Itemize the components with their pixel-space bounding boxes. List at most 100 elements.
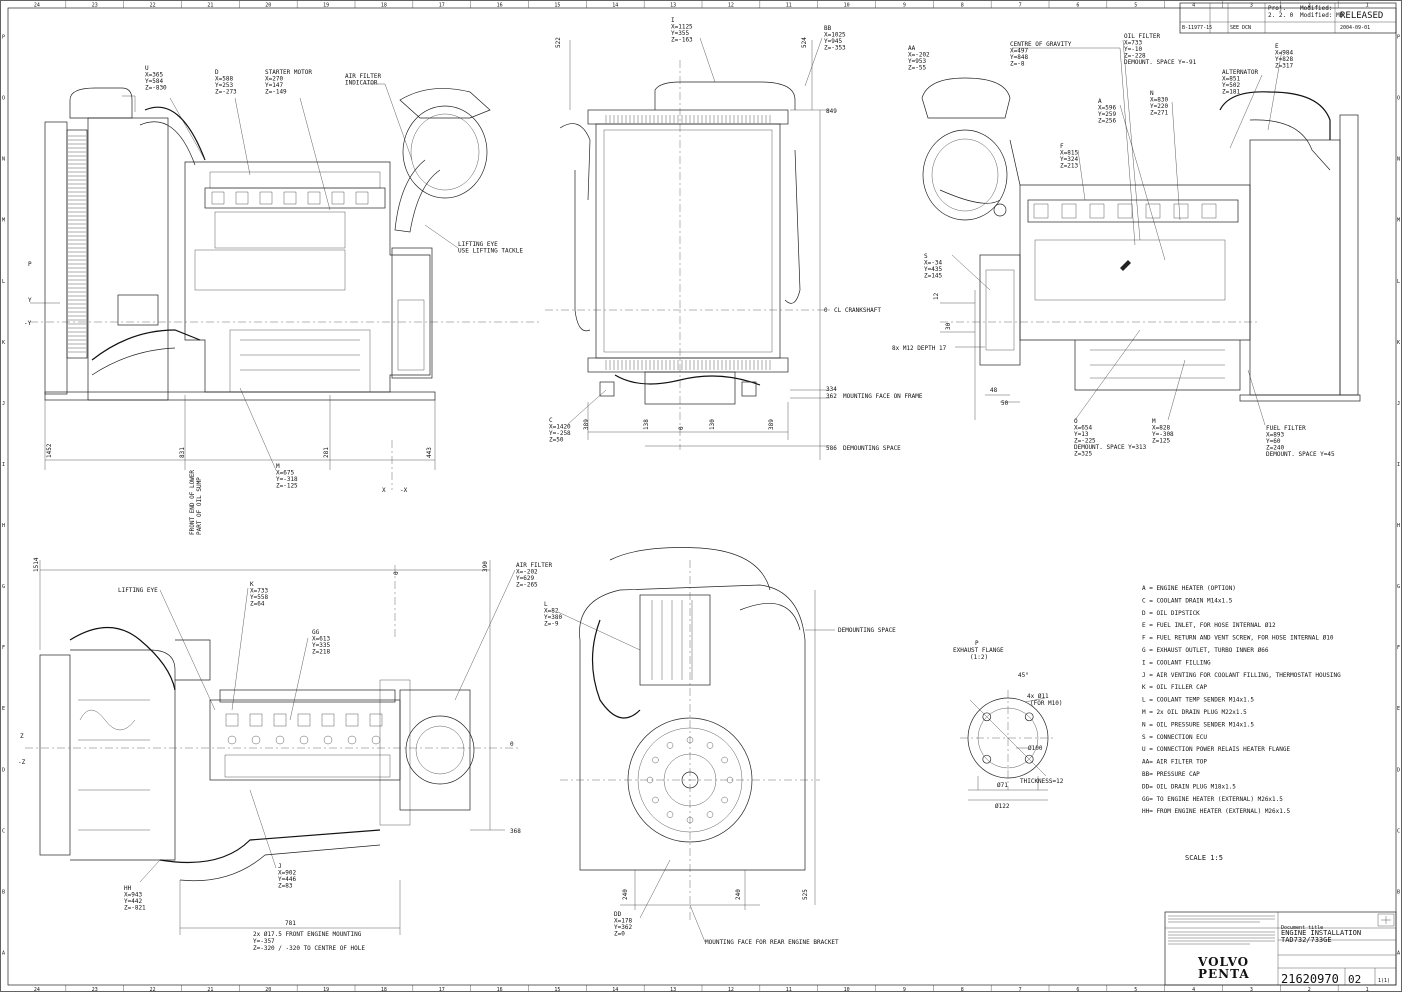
note-8x-m12: 8x M12 DEPTH 17: [892, 345, 947, 352]
dim-525: 525: [802, 889, 809, 900]
callout-m-line: X=675: [276, 470, 294, 477]
callout-hh-line: Z=-821: [124, 905, 146, 912]
callout-alt-line: X=851: [1222, 76, 1240, 83]
axis-neg-z: -Z: [18, 759, 26, 766]
dim-138: 138: [643, 419, 650, 430]
callout-aa-line: Y=953: [908, 58, 926, 65]
legend-item: D = OIL DIPSTICK: [1142, 610, 1200, 617]
callout-d-line: Z=-273: [215, 89, 237, 96]
legend-item: C = COOLANT DRAIN M14x1.5: [1142, 597, 1233, 604]
flange-holes-note: (FOR M10): [1030, 700, 1063, 707]
legend-item: GG= TO ENGINE HEATER (EXTERNAL) M26x1.5: [1142, 796, 1283, 803]
border-row-left: F: [2, 645, 5, 651]
border-col-top: 18: [381, 3, 387, 9]
callout-e-line: E: [1275, 43, 1279, 50]
callout-lift-line: LIFTING EYE: [118, 587, 158, 594]
legend-item: I = COOLANT FILLING: [1142, 659, 1211, 666]
callout-dd-line: Z=0: [614, 931, 625, 938]
callout-oil-line: OIL FILTER: [1124, 33, 1161, 40]
callout-e-line: Z=317: [1275, 63, 1293, 70]
callout-c-line: Y=-258: [549, 430, 571, 437]
callout-a-line: Y=259: [1098, 111, 1116, 118]
callout-o-line: O: [1074, 418, 1078, 425]
title-strip-top: B-11977-15 SEE DCN Proj. 2. 2. 0 Modifie…: [1179, 2, 1397, 34]
border-row-right: F: [1397, 645, 1400, 651]
axis-y: Y: [28, 297, 32, 304]
callout-m2-line: Y=-308: [1152, 431, 1174, 438]
callout-gg-line: X=613: [312, 636, 330, 643]
callout-air-line: X=-202: [516, 569, 538, 576]
axis-neg-x: -X: [400, 487, 408, 494]
callout-oil-line: DEMOUNT. SPACE Y=-91: [1124, 59, 1197, 66]
callout-u-line: Z=-830: [145, 85, 167, 92]
note-mounting-face: MOUNTING FACE ON FRAME: [843, 393, 923, 400]
border-col-top: 16: [497, 3, 503, 9]
title-line-2: TAD732/733GE: [1281, 936, 1332, 944]
legend-item: DD= OIL DRAIN PLUG M18x1.5: [1142, 783, 1236, 790]
flange-view-letter: P: [975, 640, 979, 647]
border-col-bottom: 15: [554, 987, 560, 992]
release-date: 2004-09-01: [1340, 25, 1370, 31]
dim-390: 390: [482, 561, 489, 572]
callout-s-line: Z=145: [924, 273, 942, 280]
flange-scale: (1:2): [970, 654, 988, 661]
note-front-mounting-z: Z=-320 / -320 TO CENTRE OF HOLE: [253, 945, 365, 952]
callout-gg-line: Z=218: [312, 649, 330, 656]
border-row-left: D: [2, 767, 5, 773]
callout-k-line: K: [250, 581, 254, 588]
border-col-bottom: 18: [381, 987, 387, 992]
border-col-top: 10: [844, 3, 850, 9]
legend-item: K = OIL FILLER CAP: [1142, 684, 1207, 691]
border-row-right: A: [1397, 950, 1400, 956]
callout-j-line: Z=83: [278, 883, 293, 890]
callout-l-line: Y=380: [544, 614, 562, 621]
release-status: RELEASED: [1340, 11, 1383, 21]
callout-aa-line: AA: [908, 45, 916, 52]
dim-522: 522: [555, 37, 562, 48]
title-label: Document title: [1281, 925, 1323, 931]
callout-cog-line: Y=848: [1010, 54, 1028, 61]
callout-k-line: Z=64: [250, 601, 265, 608]
note-front-mounting-y: Y=-357: [253, 938, 275, 945]
dim-334: 334: [826, 386, 837, 393]
callout-o-line: Z=-225: [1074, 438, 1096, 445]
border-col-top: 2: [1308, 3, 1311, 9]
callout-n-line: N: [1150, 90, 1154, 97]
note-rear-bracket: MOUNTING FACE FOR REAR ENGINE BRACKET: [705, 939, 839, 946]
border-col-top: 8: [961, 3, 964, 9]
border-col-bottom: 5: [1134, 987, 1137, 992]
dim-50: 50: [1001, 400, 1009, 407]
dim-1452: 1452: [46, 443, 53, 458]
border-row-left: N: [2, 157, 5, 163]
logo-volvo: VOLVO: [1197, 955, 1249, 969]
callout-n-line: Y=220: [1150, 103, 1168, 110]
border-col-bottom: 6: [1076, 987, 1079, 992]
callout-i-line: I: [671, 17, 675, 24]
border-col-top: 22: [150, 3, 156, 9]
callout-s-line: Y=435: [924, 266, 942, 273]
dim-240-right: 240: [735, 889, 742, 900]
border-row-right: I: [1397, 462, 1400, 468]
border-row-left: B: [2, 889, 5, 895]
border-col-bottom: 20: [265, 987, 271, 992]
callout-k-line: Y=558: [250, 594, 268, 601]
border-row-left: H: [2, 523, 5, 529]
border-col-bottom: 7: [1019, 987, 1022, 992]
border-col-top: 7: [1019, 3, 1022, 9]
issue-number: 02: [1348, 973, 1361, 986]
callout-air-line: INDICATOR: [345, 80, 378, 87]
border-row-left: K: [2, 340, 5, 346]
callout-f-line: F: [1060, 143, 1064, 150]
border-row-right: C: [1397, 828, 1400, 834]
border-col-top: 1: [1366, 3, 1369, 9]
callout-i-line: Z=-163: [671, 37, 693, 44]
callout-air-line: AIR FILTER: [516, 562, 553, 569]
callout-air-line: Z=-265: [516, 582, 538, 589]
callout-j-line: X=902: [278, 870, 296, 877]
dim-1514: 1514: [33, 557, 40, 572]
callout-l-line: L: [544, 601, 548, 608]
title-block: Document title ENGINE INSTALLATION TAD73…: [1164, 911, 1397, 986]
legend-item: AA= AIR FILTER TOP: [1142, 759, 1207, 766]
